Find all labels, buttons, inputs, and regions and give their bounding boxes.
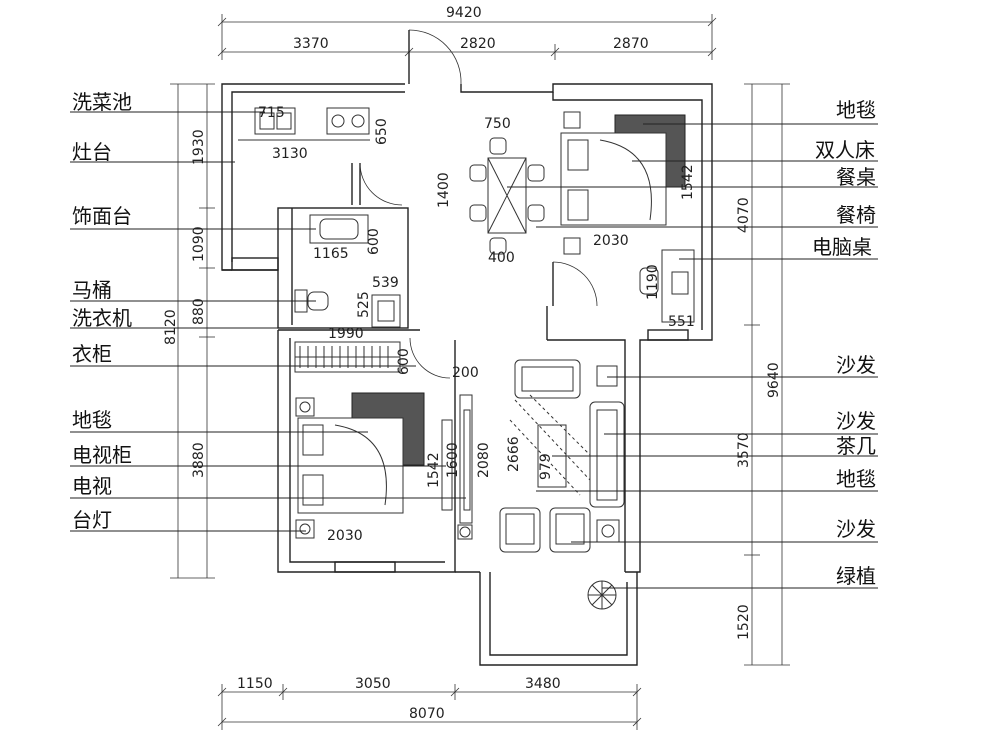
wardrobe	[294, 341, 401, 373]
dining-chairs	[469, 137, 545, 255]
armchairs	[499, 507, 591, 553]
bottom-dimension-lines	[217, 684, 642, 730]
label-sofa-2: 沙发	[836, 409, 876, 433]
label-computer-desk: 电脑桌	[812, 235, 872, 259]
left-labels: 洗菜池 灶台 饰面台 马桶 洗衣机 衣柜 地毯 电视柜 电视 台灯	[72, 90, 132, 532]
dim-chair: 400	[488, 250, 515, 266]
dim-tv-cabinet: 1600	[445, 442, 461, 478]
left-bed	[297, 392, 425, 514]
dim-right-overall: 9640	[766, 362, 782, 398]
dim-closet-length: 1990	[328, 326, 364, 342]
dim-right-3: 1520	[736, 604, 752, 640]
walls	[221, 29, 713, 666]
label-sofa-1: 沙发	[836, 353, 876, 377]
label-tv-cabinet: 电视柜	[72, 443, 132, 467]
dim-coffee-table: 979	[538, 453, 554, 480]
sofa-top	[514, 359, 581, 399]
label-tv: 电视	[72, 474, 112, 498]
dim-vanity-length: 1165	[313, 246, 349, 262]
left-dimension-lines	[170, 83, 215, 579]
label-rug-living: 地毯	[836, 467, 876, 491]
dim-kitchen-depth: 650	[374, 118, 390, 145]
right-labels: 地毯 双人床 餐桌 餐椅 电脑桌 沙发 沙发 茶几 地毯 沙发 绿植	[812, 98, 876, 588]
dim-gap-200: 200	[452, 365, 479, 381]
label-washer: 洗衣机	[72, 306, 132, 330]
label-green-plant: 绿植	[836, 564, 876, 588]
label-vanity: 饰面台	[72, 204, 132, 228]
dim-right-1: 4070	[736, 197, 752, 233]
washing-machine	[371, 294, 401, 328]
double-bed	[560, 114, 686, 226]
dim-sink: 715	[258, 105, 285, 121]
label-coffee-table: 茶几	[836, 434, 876, 458]
top-dimension-lines	[217, 14, 717, 60]
dim-bottom-3: 3480	[525, 676, 561, 692]
dim-top-2: 2820	[460, 36, 496, 52]
dim-top-1: 3370	[293, 36, 329, 52]
dim-living-width: 2080	[476, 442, 492, 478]
dining-table	[487, 157, 527, 234]
dim-left-3: 880	[191, 298, 207, 325]
dim-bed2-width: 1542	[426, 452, 442, 488]
label-double-bed: 双人床	[815, 138, 875, 162]
dim-table-width: 750	[484, 116, 511, 132]
label-stove: 灶台	[72, 140, 112, 164]
kitchen-sink	[254, 107, 296, 135]
dim-bed1-depth: 2030	[593, 233, 629, 249]
green-plant	[587, 580, 617, 610]
label-wardrobe: 衣柜	[72, 342, 112, 366]
kitchen-stove	[326, 107, 370, 135]
dim-bottom-2: 3050	[355, 676, 391, 692]
label-rug-bedroom: 地毯	[836, 98, 876, 122]
label-rug-left: 地毯	[72, 408, 112, 432]
dim-vanity-depth: 600	[366, 228, 382, 255]
dim-desk-width: 551	[668, 314, 695, 330]
dim-left-4: 3880	[191, 442, 207, 478]
tv-cabinet	[441, 394, 473, 524]
dim-left-1: 1930	[191, 129, 207, 165]
label-sofa-3: 沙发	[836, 517, 876, 541]
dim-top-3: 2870	[613, 36, 649, 52]
vanity	[309, 214, 369, 244]
label-table-lamp: 台灯	[72, 508, 112, 532]
dim-closet-depth: 600	[396, 348, 412, 375]
dim-washer: 525	[356, 291, 372, 318]
dim-kitchen-length: 3130	[272, 146, 308, 162]
dim-right-2: 3570	[736, 432, 752, 468]
dim-bottom-overall: 8070	[409, 706, 445, 722]
nightstand	[563, 111, 581, 255]
label-dining-chair: 餐椅	[836, 203, 876, 227]
dim-sofa-length: 2666	[506, 436, 522, 472]
dim-desk: 1190	[645, 264, 661, 300]
dim-left-overall: 8120	[163, 309, 179, 345]
leader-lines-right	[507, 123, 878, 589]
leader-lines-left	[70, 111, 466, 532]
computer-desk	[639, 249, 695, 323]
label-dining-table: 餐桌	[836, 165, 876, 189]
label-toilet: 马桶	[72, 278, 112, 302]
dim-toilet-gap: 539	[372, 275, 399, 291]
right-dimension-lines	[744, 83, 790, 666]
dim-left-2: 1090	[191, 226, 207, 262]
dim-table-length: 1400	[436, 172, 452, 208]
side-tables	[596, 365, 620, 543]
label-sink: 洗菜池	[72, 90, 132, 114]
dim-bottom-1: 1150	[237, 676, 273, 692]
dim-bed1-width: 1542	[680, 164, 696, 200]
dim-bed2-depth: 2030	[327, 528, 363, 544]
dim-top-overall: 9420	[446, 5, 482, 21]
plant-small	[457, 524, 473, 540]
table-lamp	[295, 397, 315, 539]
